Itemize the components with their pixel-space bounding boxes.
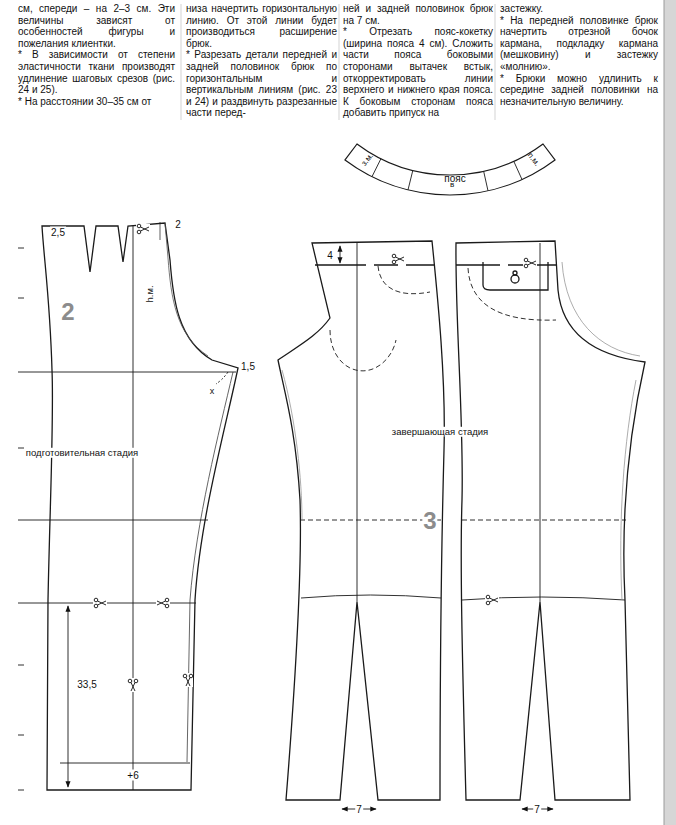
scissors-symbol: [93, 598, 107, 608]
body-paragraph: * Отрезать пояс-кокетку (ширина пояса 4 …: [343, 26, 493, 119]
body-paragraph: * Брюки можно удлинить к середине задней…: [500, 73, 658, 108]
scissors-marks: [93, 224, 537, 692]
text-column: застежку.* На передней половинке брюк на…: [500, 3, 658, 107]
dimension: 7: [355, 804, 363, 815]
page-edge: [664, 0, 676, 825]
part-name: пояс: [444, 173, 465, 184]
dimension: 4: [327, 250, 333, 261]
scissors-symbol: [523, 258, 537, 268]
scissors-symbol: [136, 224, 150, 234]
figure-number: 2: [61, 299, 74, 325]
front-piece-prep: [42, 223, 238, 790]
scissors-symbol: [128, 678, 138, 692]
front-piece-final: [456, 241, 645, 800]
text-column: низа начертить горизонтальную линию. От …: [186, 3, 337, 119]
text-column: см, спереди – на 2–3 см. Эти величины за…: [18, 3, 175, 107]
stage-caption: завершающая стадия: [391, 427, 489, 437]
dimension: 33,5: [77, 679, 96, 690]
figure-number: 3: [422, 508, 437, 534]
waistband-divider: [408, 170, 413, 189]
body-paragraph: см, спереди – на 2–3 см. Эти величины за…: [18, 3, 175, 49]
waistband-divider: [372, 159, 381, 177]
body-paragraph: ней и задней половинок брюк на 7 см.: [343, 3, 493, 26]
scissors-symbol: [183, 673, 193, 687]
axis-label: h.м.: [145, 285, 155, 302]
dimension: 1,5: [241, 361, 255, 372]
dimension: 7: [533, 804, 541, 815]
back-piece-final: [278, 241, 444, 800]
body-paragraph: * На передней половинке брюк начертить о…: [500, 15, 658, 73]
dimension: +6: [126, 770, 139, 781]
point-label: x: [210, 387, 215, 397]
notch-mark: в: [450, 181, 454, 190]
dimension: 2,5: [50, 227, 66, 238]
scissors-symbol: [156, 598, 170, 608]
text-column: ней и задней половинок брюк на 7 см.* От…: [343, 3, 493, 119]
page-edge-line: [664, 0, 665, 825]
waistband: [345, 144, 555, 195]
front-piece-lines: [462, 243, 640, 809]
back-piece-lines: [282, 243, 442, 809]
scissors-symbol: [485, 595, 499, 605]
waistband-divider: [484, 171, 488, 191]
body-paragraph: * Разрезать детали передней и задней пол…: [186, 49, 337, 119]
body-paragraph: * В зависимости от степени эластичности …: [18, 49, 175, 95]
body-paragraph: низа начертить горизонтальную линию. От …: [186, 3, 337, 49]
body-paragraph: застежку.: [500, 3, 658, 15]
waistband-divider: [514, 161, 522, 179]
dimension: 2: [175, 219, 181, 230]
notch-mark: п.м.: [525, 152, 541, 169]
column-rules: [181, 4, 495, 120]
body-paragraph: * На расстоянии 30–35 см от: [18, 96, 175, 108]
stage-caption: подготовительная стадия: [25, 448, 139, 458]
construction-lines: [18, 222, 236, 790]
scissors-symbol: [391, 254, 405, 264]
